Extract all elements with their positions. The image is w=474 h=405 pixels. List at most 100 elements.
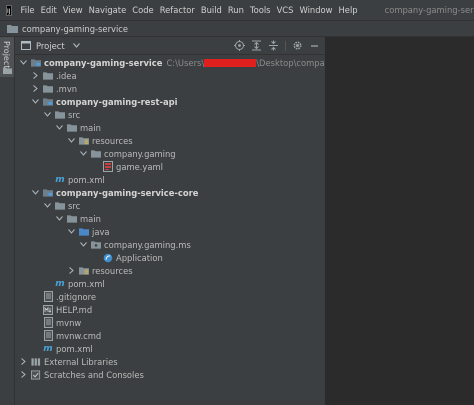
menu-vcs[interactable]: VCS	[276, 5, 294, 15]
text-file-icon	[43, 330, 53, 341]
menu-window[interactable]: Window	[299, 5, 333, 15]
tree-item-game-yaml[interactable]: game.yaml	[103, 160, 163, 173]
folder-icon	[43, 84, 53, 94]
root-path: C:\Users\ \Desktop\company-gaming-ser	[166, 58, 325, 68]
minimize-icon[interactable]	[308, 39, 321, 52]
library-icon	[31, 357, 41, 367]
redaction-mark	[204, 59, 257, 67]
tree-item-help-md[interactable]: HELP.md	[43, 303, 92, 316]
resources-folder-icon	[79, 136, 89, 146]
source-folder-icon	[79, 227, 89, 237]
scratches-label: Scratches and Consoles	[44, 369, 144, 380]
chevron-down-icon[interactable]	[43, 201, 52, 210]
chevron-right-icon[interactable]	[19, 370, 28, 379]
chevron-right-icon[interactable]	[19, 357, 28, 366]
menu-refactor[interactable]: Refactor	[159, 5, 195, 15]
chevron-down-icon[interactable]	[67, 136, 76, 145]
panel-toolbar	[233, 37, 321, 54]
editor-area[interactable]	[325, 37, 474, 405]
company-gaming-folder-label: company.gaming	[104, 148, 176, 159]
main-folder-label: main	[80, 122, 101, 133]
tree-item-pom-root[interactable]: m pom.xml	[43, 342, 93, 355]
tree-item-resources-core[interactable]: resources	[67, 264, 133, 277]
mvn-folder-label: .mvn	[56, 83, 78, 94]
project-tool-tab[interactable]: Project	[0, 37, 14, 77]
chevron-down-icon[interactable]	[55, 123, 64, 132]
gear-icon[interactable]	[291, 39, 304, 52]
text-file-icon	[43, 317, 53, 328]
menu-code[interactable]: Code	[132, 5, 154, 15]
chevron-right-icon[interactable]	[67, 266, 76, 275]
menu-build[interactable]: Build	[200, 5, 222, 15]
locate-file-icon[interactable]	[233, 39, 246, 52]
game-yaml-label: game.yaml	[116, 161, 163, 172]
chevron-down-icon[interactable]	[31, 188, 40, 197]
tree-item-scratches[interactable]: Scratches and Consoles	[19, 368, 144, 381]
scratches-icon	[31, 369, 41, 380]
gitignore-label: .gitignore	[56, 291, 97, 302]
chevron-down-icon[interactable]	[19, 58, 28, 67]
menu-tools[interactable]: Tools	[249, 5, 271, 15]
tree-item-idea[interactable]: .idea	[31, 69, 77, 82]
tree-item-pom-core[interactable]: m pom.xml	[55, 277, 104, 290]
tree-item-gitignore[interactable]: .gitignore	[43, 290, 96, 303]
resources-folder-label: resources	[92, 135, 133, 146]
tree-item-src-core[interactable]: src	[43, 199, 80, 212]
chevron-down-icon[interactable]	[67, 227, 76, 236]
tree-item-main-core[interactable]: main	[55, 212, 101, 225]
chevron-down-icon[interactable]	[72, 43, 80, 48]
project-view-icon	[21, 41, 31, 50]
spring-class-icon	[103, 253, 113, 263]
java-folder-label: java	[92, 226, 110, 237]
module-folder-icon	[31, 58, 41, 68]
company-gaming-ms-label: company.gaming.ms	[104, 239, 191, 250]
chevron-down-icon[interactable]	[55, 214, 64, 223]
root-path-prefix: C:\Users\	[166, 57, 205, 68]
chevron-right-icon[interactable]	[31, 84, 40, 93]
tree-item-application[interactable]: Application	[103, 251, 163, 264]
chevron-right-icon[interactable]	[31, 71, 40, 80]
folder-icon	[91, 149, 101, 159]
menu-edit[interactable]: Edit	[40, 5, 57, 15]
tree-item-mvnw-cmd[interactable]: mvnw.cmd	[43, 329, 101, 342]
breadcrumb-project[interactable]: company-gaming-service	[22, 23, 129, 34]
application-class-label: Application	[116, 252, 163, 263]
chevron-down-icon[interactable]	[79, 240, 88, 249]
project-panel: Project compan	[15, 37, 325, 405]
project-panel-header: Project	[15, 37, 325, 55]
menu-file[interactable]: File	[20, 5, 35, 15]
tree-item-mvn[interactable]: .mvn	[31, 82, 77, 95]
tree-item-company-gaming-ms[interactable]: company.gaming.ms	[79, 238, 191, 251]
left-tool-strip: Project	[0, 37, 15, 405]
pom-root-label: pom.xml	[56, 343, 93, 354]
markdown-file-icon	[43, 304, 53, 315]
tree-item-pom-rest[interactable]: m pom.xml	[55, 173, 104, 186]
root-path-suffix: \Desktop\company-gaming-ser	[256, 57, 325, 68]
tree-item-core[interactable]: company-gaming-service-core	[31, 186, 198, 199]
tree-item-mvnw[interactable]: mvnw	[43, 316, 81, 329]
root-module-label: company-gaming-service	[44, 57, 163, 68]
tree-item-company-gaming[interactable]: company.gaming	[79, 147, 176, 160]
collapse-all-icon[interactable]	[267, 39, 280, 52]
maven-file-icon: m	[55, 174, 65, 185]
module-folder-icon	[43, 97, 53, 107]
tree-item-resources[interactable]: resources	[67, 134, 133, 147]
folder-icon	[43, 71, 53, 81]
tree-item-rest-api[interactable]: company-gaming-rest-api	[31, 95, 177, 108]
expand-all-icon[interactable]	[250, 39, 263, 52]
menu-run[interactable]: Run	[227, 5, 244, 15]
core-module-label: company-gaming-service-core	[56, 187, 199, 198]
menu-view[interactable]: View	[62, 5, 83, 15]
tree-item-src[interactable]: src	[43, 108, 80, 121]
tree-item-java[interactable]: java	[67, 225, 110, 238]
src-folder-label: src	[68, 109, 81, 120]
project-panel-title[interactable]: Project	[36, 40, 65, 51]
tree-item-main[interactable]: main	[55, 121, 101, 134]
chevron-down-icon[interactable]	[31, 97, 40, 106]
chevron-down-icon[interactable]	[79, 149, 88, 158]
tree-item-external-libraries[interactable]: External Libraries	[19, 355, 118, 368]
chevron-down-icon[interactable]	[43, 110, 52, 119]
menu-help[interactable]: Help	[338, 5, 358, 15]
menu-navigate[interactable]: Navigate	[88, 5, 127, 15]
tree-item-root[interactable]: company-gaming-service C:\Users\ \Desktop…	[19, 56, 325, 69]
